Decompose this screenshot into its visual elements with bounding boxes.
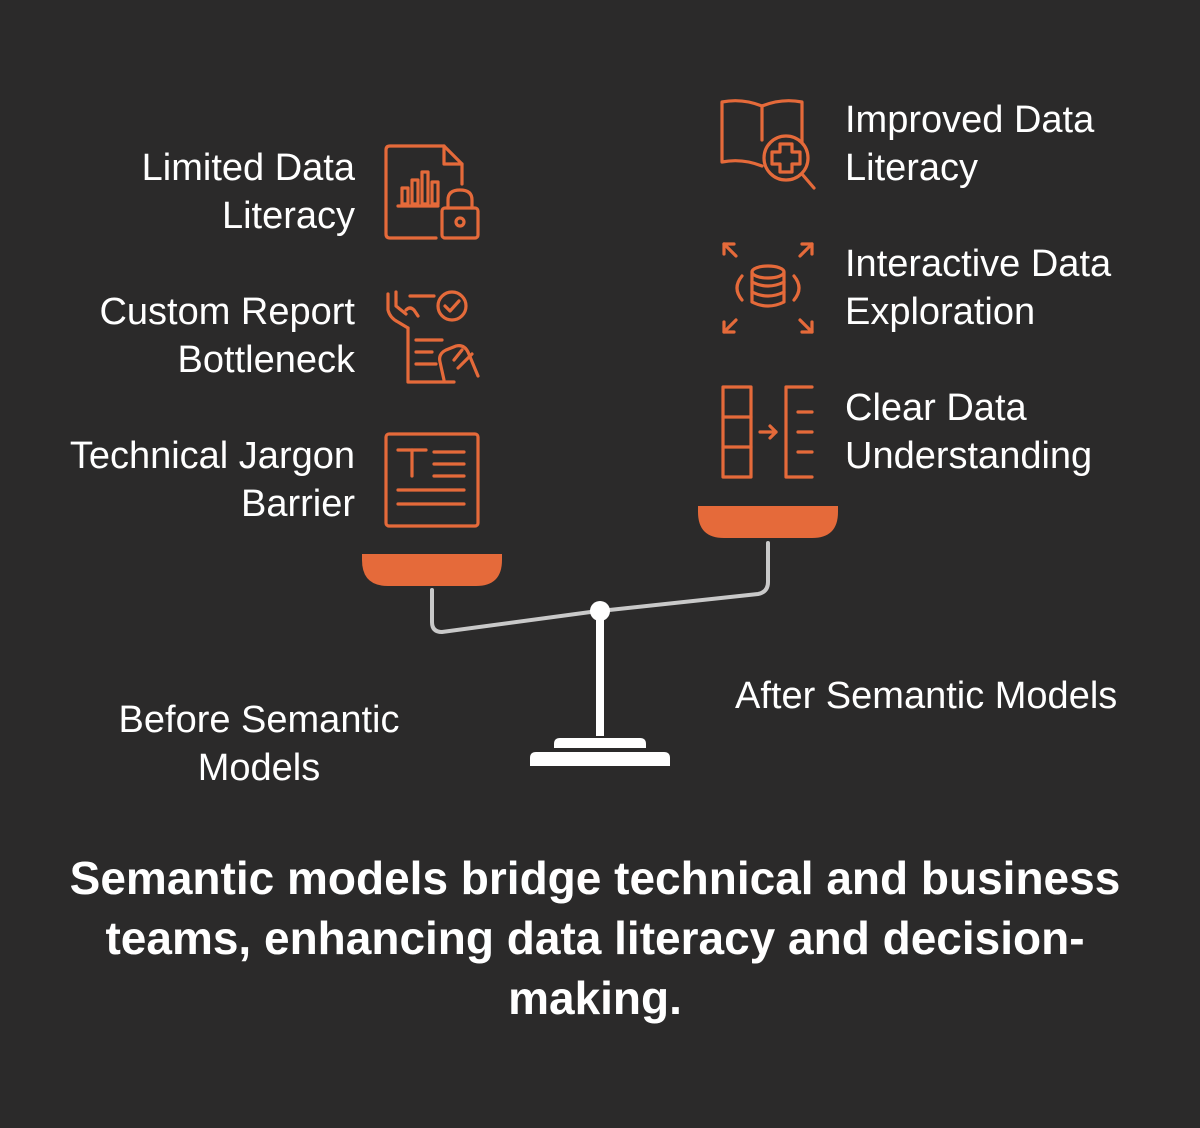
database-expand-icon <box>720 240 816 336</box>
item-label-line: Literacy <box>221 195 355 237</box>
item-label-line: Limited Data <box>141 147 355 189</box>
before-item-limited-data-literacy: Limited Data Literacy <box>142 144 355 240</box>
before-item-custom-report-bottleneck: Custom Report Bottleneck <box>99 288 355 384</box>
item-label-line: Literacy <box>845 147 979 189</box>
text-document-icon <box>384 432 480 528</box>
side-label-line: Before Semantic <box>118 699 400 741</box>
scale-base <box>530 752 670 766</box>
left-hanger <box>430 588 600 635</box>
right-hanger <box>598 541 770 613</box>
item-label-line: Technical Jargon <box>69 435 355 477</box>
item-label-line: Understanding <box>845 435 1093 477</box>
conclusion-text: Semantic models bridge technical and bus… <box>40 848 1150 1028</box>
item-label-line: Bottleneck <box>177 339 355 381</box>
book-magnifier-plus-icon <box>720 96 818 194</box>
after-item-interactive-data-exploration: Interactive Data Exploration <box>845 240 1111 336</box>
item-label-line: Interactive Data <box>845 243 1112 285</box>
side-label-line: Models <box>197 747 321 789</box>
item-label-line: Improved Data <box>845 99 1095 141</box>
after-item-improved-data-literacy: Improved Data Literacy <box>845 96 1094 192</box>
before-item-technical-jargon-barrier: Technical Jargon Barrier <box>70 432 355 528</box>
left-pan <box>362 554 502 586</box>
item-label-line: Exploration <box>845 291 1036 333</box>
scale-pivot <box>590 601 610 621</box>
conclusion-line: making. <box>508 972 682 1024</box>
scale-base-top <box>554 738 646 748</box>
right-pan <box>698 506 838 538</box>
item-label-line: Custom Report <box>99 291 355 333</box>
after-item-clear-data-understanding: Clear Data Understanding <box>845 384 1092 480</box>
conclusion-line: Semantic models bridge technical and bus… <box>69 852 1121 904</box>
hand-checklist-icon <box>384 288 482 386</box>
columns-transform-icon <box>720 384 816 480</box>
item-label-line: Clear Data <box>845 387 1027 429</box>
conclusion-line: teams, enhancing data literacy and decis… <box>105 912 1085 964</box>
after-side-label: After Semantic Models <box>735 672 1117 720</box>
item-label-line: Barrier <box>240 483 355 525</box>
before-side-label: Before Semantic Models <box>100 696 418 792</box>
scale-pillar <box>596 612 604 736</box>
side-label-line: After Semantic Models <box>735 675 1118 717</box>
locked-chart-document-icon <box>384 144 482 242</box>
